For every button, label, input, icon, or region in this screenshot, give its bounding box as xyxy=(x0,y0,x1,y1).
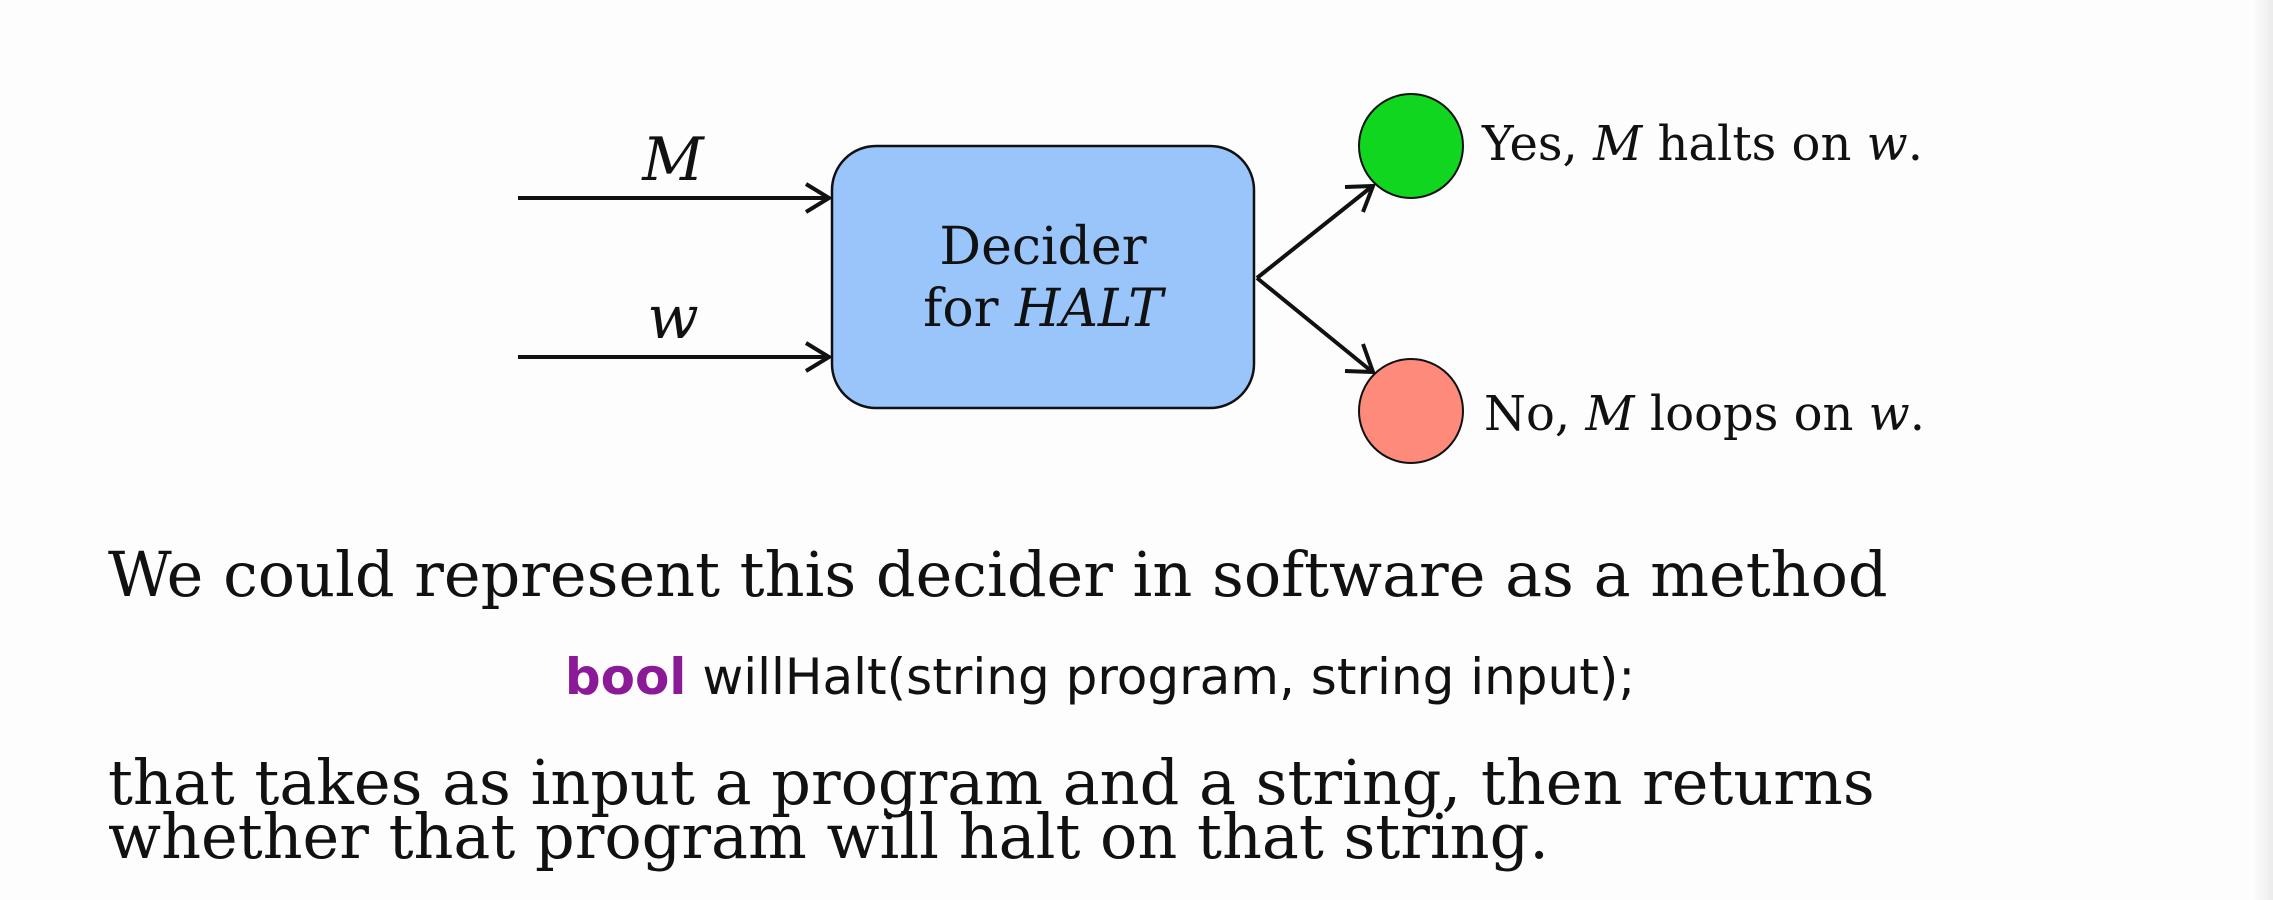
output-arrow-no xyxy=(1255,276,1376,375)
input-arrow-w xyxy=(518,341,833,373)
code-signature-rest: willHalt(string program, string input); xyxy=(686,648,1636,706)
loops-outcome-prefix: No, xyxy=(1484,386,1585,442)
decider-subtitle-prefix: for xyxy=(923,279,1015,339)
decider-box xyxy=(830,144,1256,410)
description-line-2: whether that program will halt on that s… xyxy=(108,800,1549,873)
description-line-1: that takes as input a program and a stri… xyxy=(108,746,1875,819)
loops-outcome-input: w xyxy=(1869,386,1910,442)
loops-outcome-machine: M xyxy=(1584,386,1636,442)
halts-outcome-input: w xyxy=(1867,116,1908,172)
method-signature-code: bool willHalt(string program, string inp… xyxy=(0,648,2200,706)
input-label-w: w xyxy=(647,283,698,353)
loops-indicator-circle xyxy=(1358,358,1464,464)
loops-outcome-middle: loops on xyxy=(1635,386,1869,442)
loops-outcome-label: No, M loops on w. xyxy=(1484,386,1925,442)
slide-edge-strip xyxy=(2255,0,2273,900)
input-arrow-m xyxy=(518,182,833,214)
input-label-m: M xyxy=(641,125,705,195)
halts-outcome-machine: M xyxy=(1592,116,1644,172)
loops-outcome-suffix: . xyxy=(1910,386,1925,442)
halts-outcome-label: Yes, M halts on w. xyxy=(1481,116,1923,172)
halts-outcome-prefix: Yes, xyxy=(1481,116,1593,172)
halt-decider-diagram: M w Decider for HALT Yes, M halts on w. … xyxy=(518,93,1925,464)
decider-subtitle: for HALT xyxy=(923,279,1166,339)
halts-outcome-middle: halts on xyxy=(1642,116,1866,172)
decider-title: Decider xyxy=(939,217,1146,277)
decider-problem-name: HALT xyxy=(1014,279,1166,339)
method-intro-paragraph: We could represent this decider in softw… xyxy=(108,538,1888,611)
halts-indicator-circle xyxy=(1358,93,1464,199)
halts-outcome-suffix: . xyxy=(1908,116,1923,172)
method-description-paragraph: that takes as input a program and a stri… xyxy=(108,752,1875,868)
code-keyword-bool: bool xyxy=(564,648,687,706)
output-arrow-yes xyxy=(1255,183,1376,280)
